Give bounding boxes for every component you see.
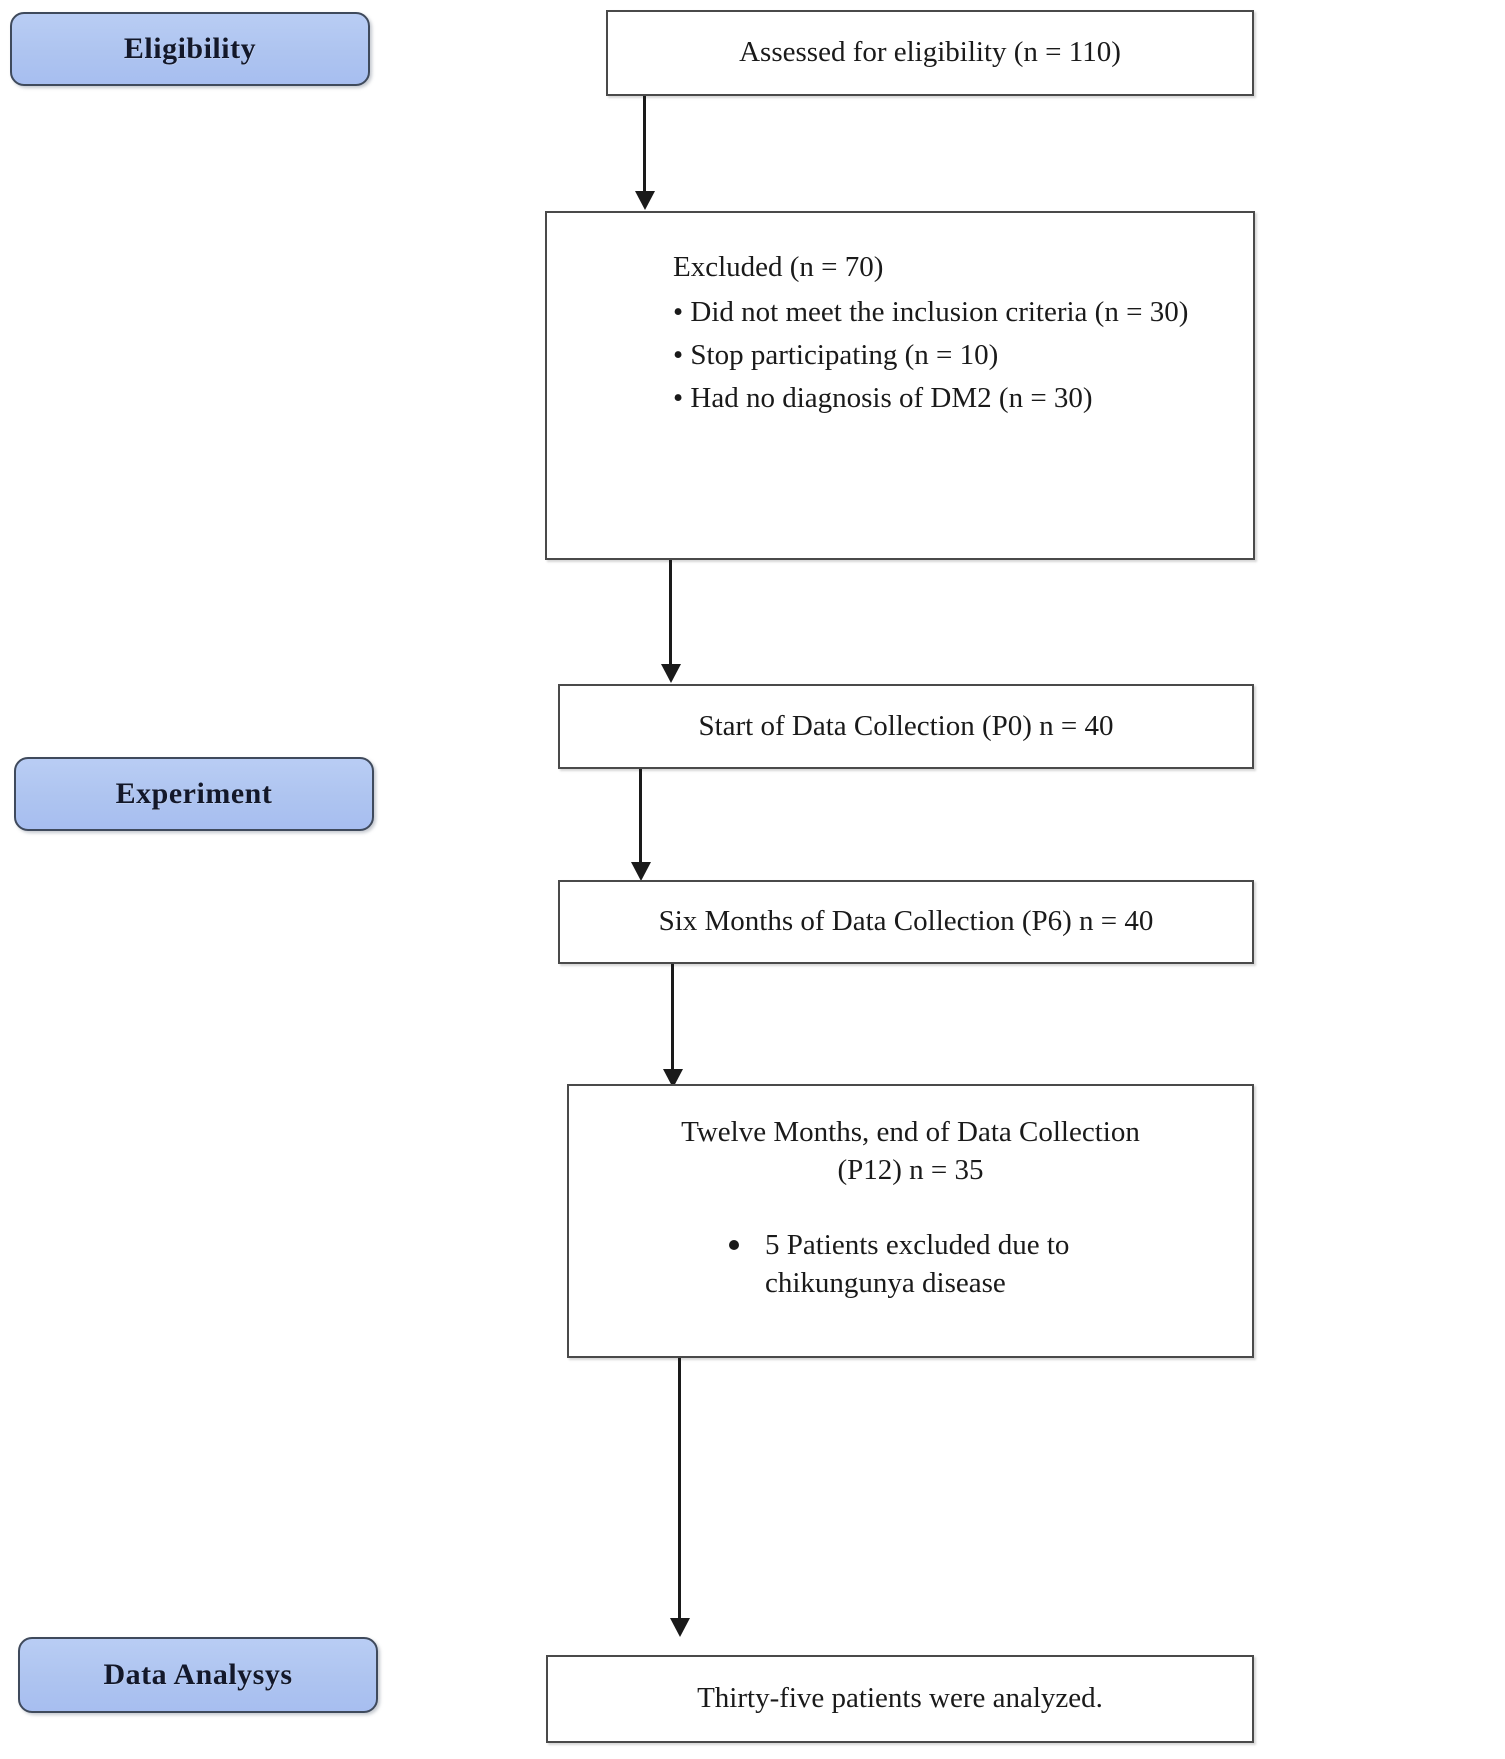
stage-label-data-analysis: Data Analysys <box>103 1658 293 1691</box>
stage-box-data-analysis: Data Analysys <box>18 1637 378 1713</box>
node-twelve-months-line1: Twelve Months, end of Data Collection <box>681 1116 1140 1148</box>
node-start-of-data-collection: Start of Data Collection (P0) n = 40 <box>558 684 1254 769</box>
node-assessed-text: Assessed for eligibility (n = 110) <box>739 36 1121 69</box>
node-analyzed-text: Thirty-five patients were analyzed. <box>697 1682 1103 1715</box>
node-excluded: Excluded (n = 70) • Did not meet the inc… <box>545 211 1255 560</box>
stage-label-experiment: Experiment <box>115 777 273 810</box>
node-six-months-text: Six Months of Data Collection (P6) n = 4… <box>658 905 1154 938</box>
stage-label-eligibility: Eligibility <box>123 32 257 65</box>
list-item: • Had no diagnosis of DM2 (n = 30) <box>673 381 1093 414</box>
list-item: • Stop participating (n = 10) <box>673 338 999 371</box>
node-twelve-months-bullet-text: 5 Patients excluded due to chikungunya d… <box>765 1229 1070 1300</box>
bullet-dot-icon <box>729 1240 739 1250</box>
stage-box-eligibility: Eligibility <box>10 12 370 86</box>
node-twelve-months-heading: Twelve Months, end of Data Collection (P… <box>569 1114 1252 1189</box>
node-patients-analyzed: Thirty-five patients were analyzed. <box>546 1655 1254 1743</box>
list-item: • Did not meet the inclusion criteria (n… <box>673 296 1189 328</box>
node-assessed-for-eligibility: Assessed for eligibility (n = 110) <box>606 10 1254 96</box>
node-six-months-of-data-collection: Six Months of Data Collection (P6) n = 4… <box>558 880 1254 964</box>
node-start-text: Start of Data Collection (P0) n = 40 <box>698 709 1114 742</box>
list-item: 5 Patients excluded due to chikungunya d… <box>729 1226 1182 1303</box>
node-excluded-title: Excluded (n = 70) <box>673 251 884 283</box>
node-excluded-list: • Did not meet the inclusion criteria (n… <box>673 291 1235 420</box>
node-twelve-months-line2: (P12) n = 35 <box>837 1153 984 1186</box>
node-twelve-months: Twelve Months, end of Data Collection (P… <box>567 1084 1254 1358</box>
stage-box-experiment: Experiment <box>14 757 374 831</box>
node-twelve-months-bullet-list: 5 Patients excluded due to chikungunya d… <box>729 1226 1182 1303</box>
